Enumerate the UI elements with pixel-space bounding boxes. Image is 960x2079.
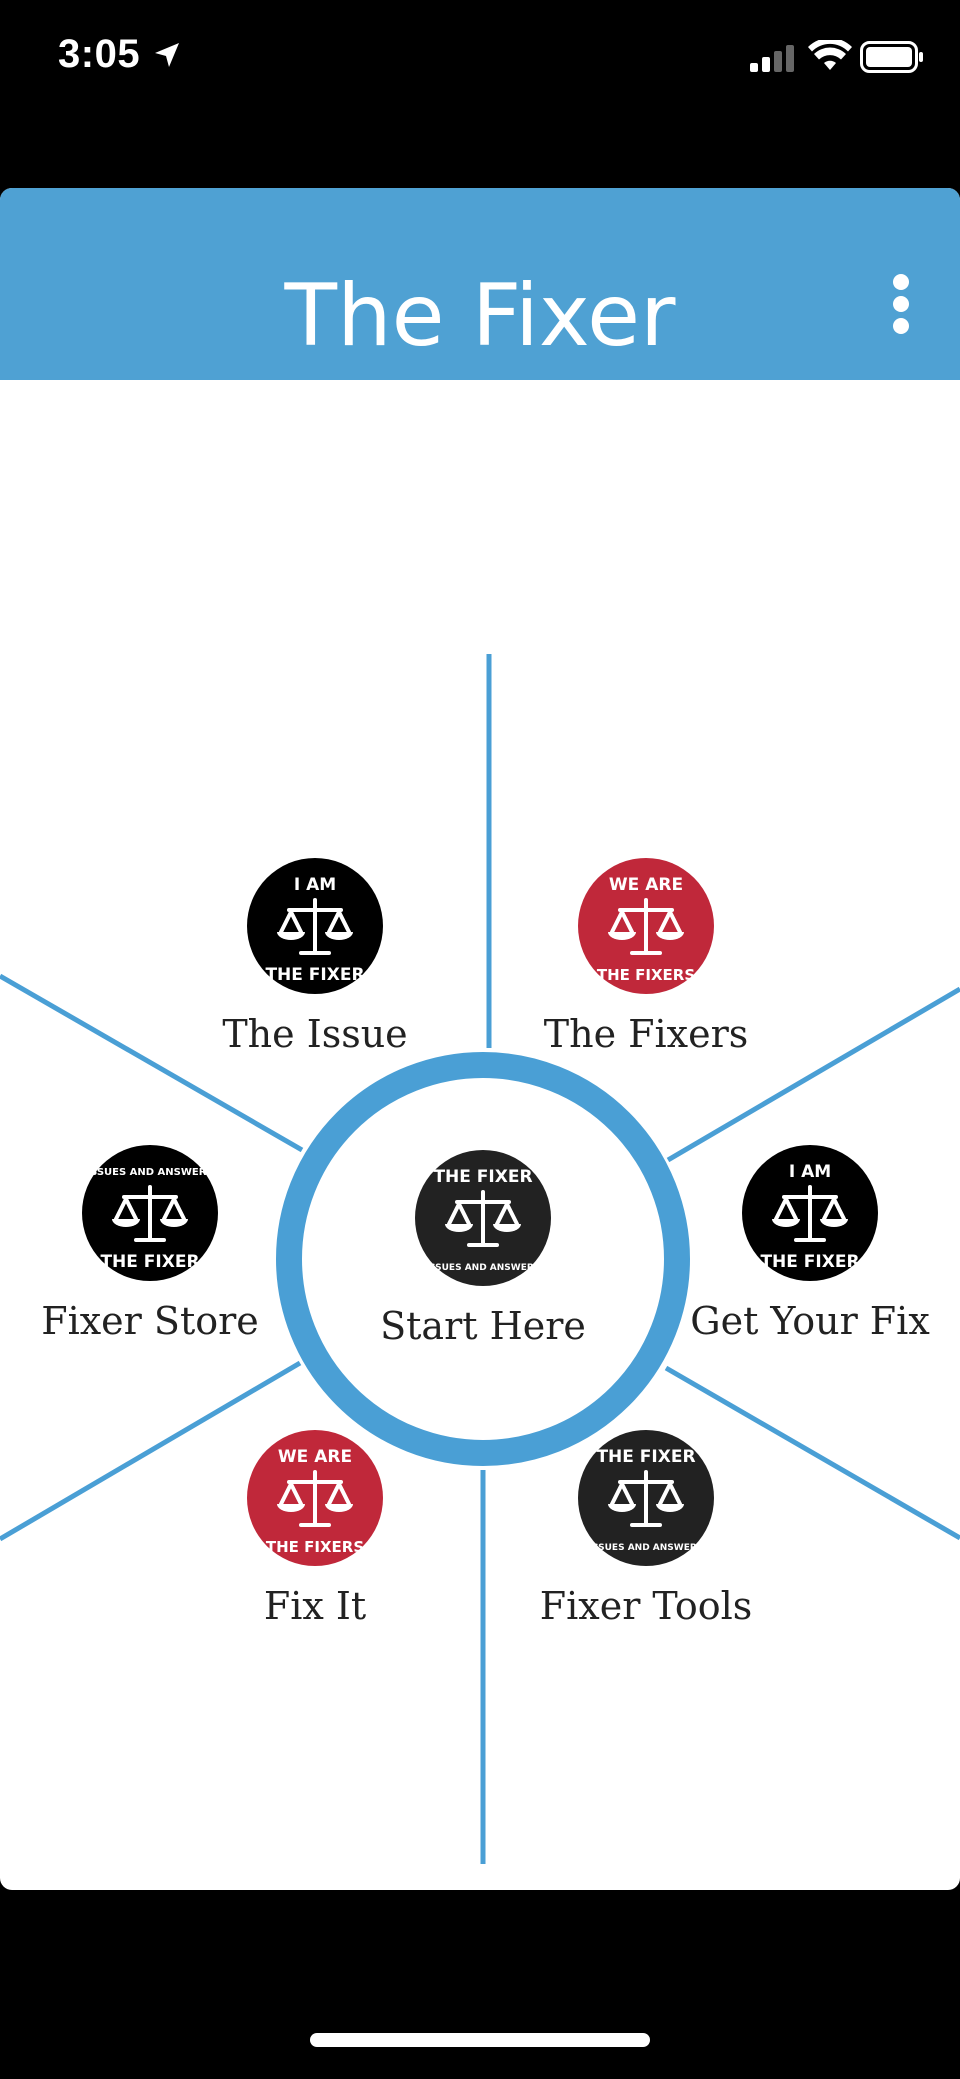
menu-item-label: Fixer Tools: [539, 1584, 753, 1628]
app-window: The Fixer: [0, 188, 960, 1890]
fixer-scales-logo: WE ARE THE FIXERS: [247, 1430, 383, 1566]
menu-item-label: The Fixers: [543, 1012, 749, 1056]
menu-item-fix-it[interactable]: WE ARE THE FIXERS Fix It: [195, 1430, 435, 1628]
menu-item-the-issue[interactable]: I AM THE FIXER The Issue: [195, 858, 435, 1056]
menu-item-label: Fixer Store: [41, 1299, 259, 1343]
wheel-spokes: [0, 654, 960, 1864]
menu-item-label: Get Your Fix: [690, 1299, 930, 1343]
menu-item-start-here[interactable]: THE FIXER ISSUES AND ANSWERS Start Here: [363, 1150, 603, 1348]
fixer-scales-logo: I AM THE FIXER: [247, 858, 383, 994]
menu-item-the-fixers[interactable]: WE ARE THE FIXERS The Fixers: [526, 858, 766, 1056]
menu-item-fixer-tools[interactable]: THE FIXER ISSUES AND ANSWERS Fixer Tools: [526, 1430, 766, 1628]
more-vertical-icon[interactable]: [884, 274, 918, 344]
status-bar: 3:05: [0, 0, 960, 120]
menu-item-get-your-fix[interactable]: I AM THE FIXER Get Your Fix: [690, 1145, 930, 1343]
cellular-signal-icon: [750, 45, 794, 72]
home-indicator[interactable]: [310, 2033, 650, 2047]
svg-text:WE ARE: WE ARE: [609, 875, 683, 895]
svg-text:ISSUES AND ANSWERS: ISSUES AND ANSWERS: [589, 1543, 704, 1553]
menu-wheel: THE FIXER ISSUES AND ANSWERS Start Here: [0, 380, 960, 1890]
fixer-scales-logo: THE FIXER ISSUES AND ANSWERS: [578, 1430, 714, 1566]
fixer-scales-logo: I AM THE FIXER: [742, 1145, 878, 1281]
svg-text:THE FIXER: THE FIXER: [596, 1447, 695, 1467]
svg-text:THE FIXER: THE FIXER: [433, 1167, 532, 1187]
svg-text:THE FIXER: THE FIXER: [100, 1252, 199, 1272]
fixer-scales-logo: WE ARE THE FIXERS: [578, 858, 714, 994]
menu-item-label: Fix It: [263, 1584, 367, 1628]
menu-item-fixer-store[interactable]: ISSUES AND ANSWERS THE FIXER Fixer Store: [30, 1145, 270, 1343]
svg-text:WE ARE: WE ARE: [278, 1447, 352, 1467]
svg-text:I AM: I AM: [294, 875, 336, 895]
app-title: The Fixer: [284, 266, 676, 366]
svg-text:THE FIXER: THE FIXER: [760, 1252, 859, 1272]
svg-text:THE FIXERS: THE FIXERS: [266, 1538, 364, 1556]
svg-text:ISSUES AND ANSWERS: ISSUES AND ANSWERS: [86, 1167, 213, 1178]
wifi-icon: [808, 40, 852, 70]
svg-text:THE FIXER: THE FIXER: [265, 965, 364, 985]
battery-icon: [860, 41, 923, 73]
menu-item-label: The Issue: [222, 1012, 408, 1056]
app-header: The Fixer: [0, 188, 960, 380]
location-arrow-icon: [155, 43, 179, 67]
fixer-scales-logo: ISSUES AND ANSWERS THE FIXER: [82, 1145, 218, 1281]
svg-text:I AM: I AM: [789, 1162, 831, 1182]
svg-text:ISSUES AND ANSWERS: ISSUES AND ANSWERS: [426, 1263, 541, 1273]
status-time: 3:05: [58, 32, 141, 76]
fixer-scales-logo: THE FIXER ISSUES AND ANSWERS: [415, 1150, 551, 1286]
menu-item-label: Start Here: [380, 1304, 586, 1348]
svg-text:THE FIXERS: THE FIXERS: [597, 966, 695, 984]
